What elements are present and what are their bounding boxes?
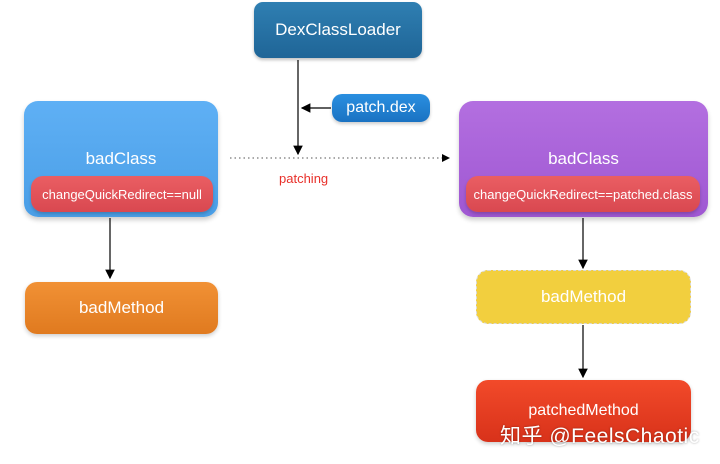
patched-method-label: patchedMethod [528,402,639,419]
patch-dex-label: patch.dex [346,99,416,116]
right-bad-class-card: badClass changeQuickRedirect==patched.cl… [459,101,708,217]
right-redirect-badge: changeQuickRedirect==patched.class [466,176,700,212]
left-bad-method-label: badMethod [78,298,165,317]
left-bad-class-card: badClass changeQuickRedirect==null [24,101,218,217]
right-redirect-label: changeQuickRedirect==patched.class [473,186,693,202]
right-bad-class-title: badClass [548,149,619,168]
right-bad-method-label: badMethod [540,287,627,306]
patch-dex-node: patch.dex [332,94,430,122]
dex-class-loader-node: DexClassLoader [254,2,422,58]
right-bad-method-node: badMethod [476,270,691,324]
patched-method-node: patchedMethod [476,380,691,442]
left-redirect-badge: changeQuickRedirect==null [31,176,213,212]
dex-class-loader-label: DexClassLoader [275,20,401,39]
left-bad-method-node: badMethod [25,282,218,334]
patching-label: patching [279,171,329,186]
watermark: 知乎 @FeelsChaotic [500,425,700,448]
left-redirect-label: changeQuickRedirect==null [42,186,202,202]
left-bad-class-title: badClass [85,149,157,168]
